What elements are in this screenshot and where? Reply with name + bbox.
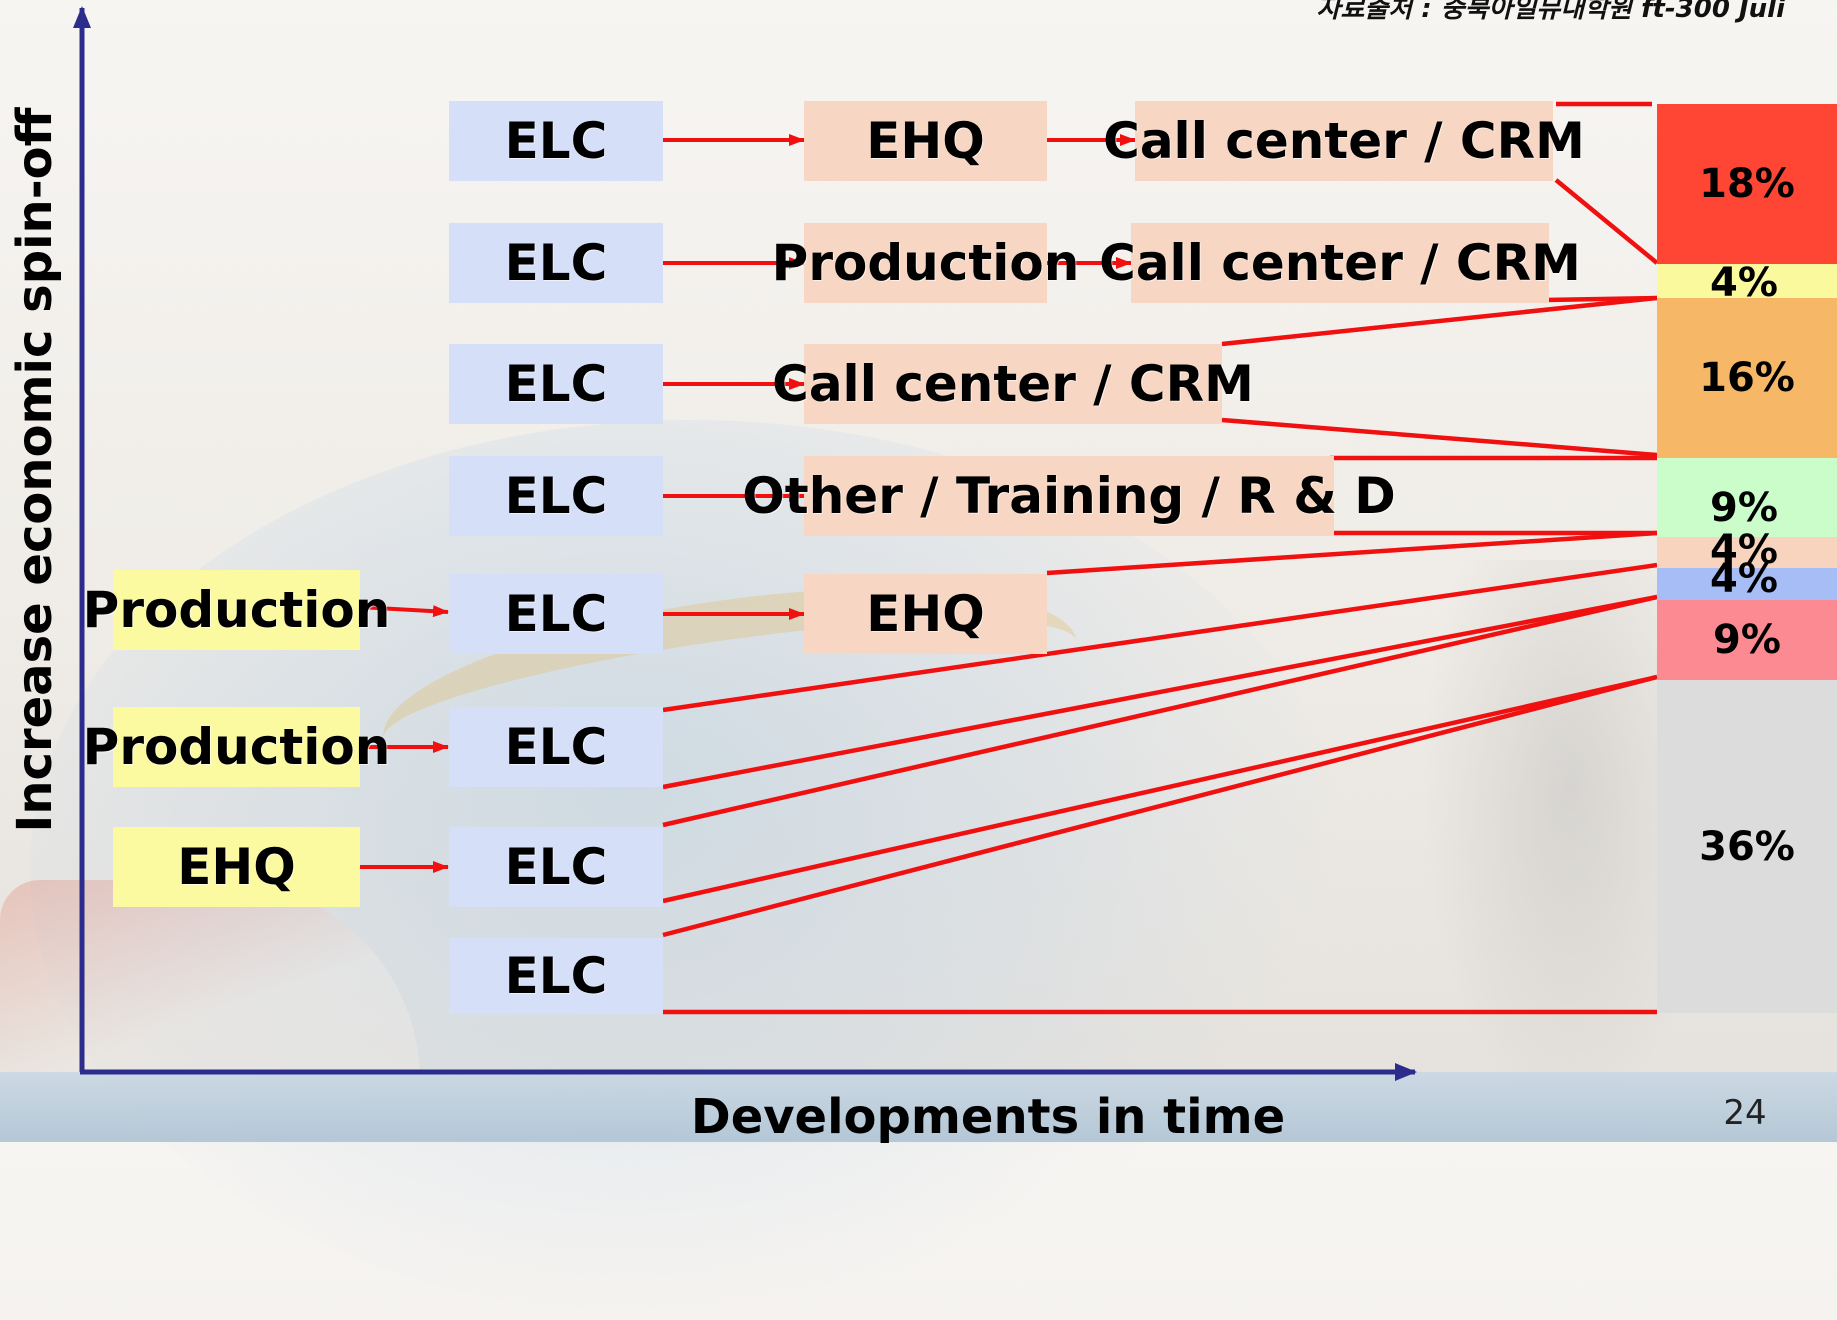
box-r4-elc: ELC [449, 456, 663, 536]
bar-segment-7-label: 9% [1713, 617, 1781, 663]
connector-r7b [662, 674, 1658, 904]
bar-segment-4-label: 9% [1710, 485, 1778, 531]
bar-segment-6 [1657, 568, 1837, 600]
box-r8-elc: ELC [449, 938, 663, 1014]
page-number: 24 [1723, 1093, 1767, 1133]
box-r6-elc: ELC [449, 707, 663, 787]
box-r1-elc: ELC [449, 101, 663, 181]
connector-r5 [1046, 530, 1658, 576]
box-r5-prod: Production [83, 570, 390, 650]
connector-r3b [1221, 417, 1658, 458]
box-r3-elc: ELC [449, 344, 663, 424]
bar-segment-2 [1657, 264, 1837, 298]
bar-segment-5-label: 4% [1710, 527, 1778, 573]
connector-r7a [662, 594, 1658, 828]
bar-segment-1: 18% [1657, 104, 1837, 264]
bar-segment-1-label: 18% [1699, 161, 1795, 207]
box-r7-elc: ELC [449, 827, 663, 907]
connector-r6b [662, 594, 1658, 790]
bar-segment-7: 9% [1657, 600, 1837, 680]
box-r7-ehq: EHQ [113, 827, 360, 907]
box-r3-call: Call center / CRM [772, 344, 1254, 424]
connector-r8a [662, 674, 1658, 938]
box-r5-elc: ELC [449, 574, 663, 654]
bar-segment-8-label: 36% [1699, 823, 1795, 870]
bar-segment-3: 16% [1657, 298, 1837, 458]
arrow-r5-prod-elc [359, 605, 449, 618]
bar-segment-2-label: 4% [1710, 260, 1778, 306]
bar-segment-5 [1657, 537, 1837, 568]
box-r2-prod: Production [772, 223, 1079, 303]
x-axis-label: Developments in time [690, 1089, 1286, 1145]
connector-lines [73, 6, 1659, 1081]
box-r1-call: Call center / CRM [1103, 101, 1585, 181]
footer-band [0, 1072, 1837, 1142]
box-r2-elc: ELC [449, 223, 663, 303]
box-r6-prod: Production [83, 707, 390, 787]
bar-segment-3-label: 16% [1699, 355, 1795, 401]
bar-segment-4 [1657, 458, 1837, 537]
box-r2-call: Call center / CRM [1099, 223, 1581, 303]
connector-r3a [1221, 295, 1658, 347]
box-r4-other: Other / Training / R & D [742, 456, 1396, 536]
bar-segment-6-label: 4% [1710, 556, 1778, 602]
connector-r6a [662, 562, 1658, 713]
box-r1-ehq: EHQ [804, 101, 1047, 181]
box-r5-ehq: EHQ [804, 574, 1047, 654]
y-axis-label: Increase economic spin-off [7, 107, 63, 833]
connector-r1 [1554, 178, 1659, 265]
bar-segment-8: 36% [1657, 680, 1837, 1013]
source-note: 자료출처 : 중북아일뮤내학원 ft-300 Juli [1316, 0, 1785, 24]
